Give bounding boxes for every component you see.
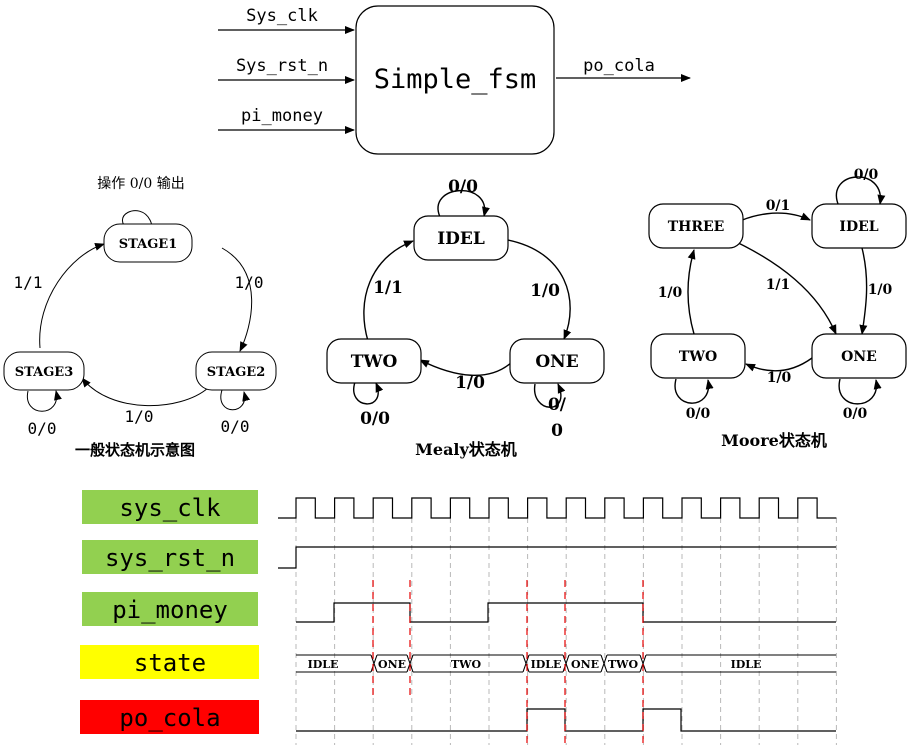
waveform-pi-money xyxy=(296,602,836,623)
loop-label-stage2: 0/0 xyxy=(221,417,250,436)
signal-label-sys-clk: sys_clk xyxy=(119,494,221,522)
general-diagram-caption: 一般状态机示意图 xyxy=(75,441,195,459)
signal-label-po-cola: po_cola xyxy=(119,704,220,732)
moore-state-three-label: THREE xyxy=(668,219,725,235)
state-label-idle-1: IDLE xyxy=(308,658,339,671)
moore-edge-label-idel-one: 1/0 xyxy=(868,282,893,298)
input-label-sys-clk: Sys_clk xyxy=(246,6,318,26)
waveform-sys-rst-n xyxy=(278,546,836,569)
moore-loop-label-two: 0/0 xyxy=(686,406,711,422)
moore-state-one-label: ONE xyxy=(841,349,877,365)
mealy-state-two-label: TWO xyxy=(351,352,398,372)
state-stage2 xyxy=(195,351,277,391)
moore-state-idel xyxy=(811,203,907,249)
mealy-loop-label-two: 0/0 xyxy=(360,409,390,429)
mealy-state-labels: IDEL ONE TWO 0/0 1/0 1/0 1/1 0/0 0/ 0 Me… xyxy=(351,177,579,459)
moore-edge-label-one-two: 1/0 xyxy=(767,370,792,386)
mealy-state-one-label: ONE xyxy=(535,352,578,372)
mealy-state-two xyxy=(326,338,422,384)
mealy-edge-label-idel-one: 1/0 xyxy=(530,281,560,301)
edge-label-stage3-stage1: 1/1 xyxy=(14,273,43,292)
general-state-diagram xyxy=(3,210,277,412)
moore-loop-label-one: 0/0 xyxy=(843,406,868,422)
mealy-state-one xyxy=(509,338,605,384)
moore-state-idel-label: IDEL xyxy=(839,219,878,235)
state-stage2-label: STAGE2 xyxy=(207,365,266,380)
general-state-labels: STAGE1 STAGE2 STAGE3 操作 0/0 输出 1/0 1/1 1… xyxy=(14,176,266,459)
moore-edge-label-three-idel: 0/1 xyxy=(766,198,791,214)
signal-label-state: state xyxy=(134,649,206,677)
state-label-idle-2: IDLE xyxy=(531,658,562,671)
moore-state-three xyxy=(648,203,744,249)
fsm-box xyxy=(355,5,555,155)
moore-state-two-label: TWO xyxy=(679,349,717,365)
state-stage3-label: STAGE3 xyxy=(15,365,74,380)
signal-box-state xyxy=(80,645,259,679)
moore-state-labels: THREE IDEL ONE TWO 0/0 0/1 1/0 1/1 1/0 1… xyxy=(658,167,893,450)
timing-grid-lines xyxy=(295,518,837,745)
edge-label-stage1-stage2: 1/0 xyxy=(235,273,264,292)
state-label-one-2: ONE xyxy=(571,658,599,671)
state-stage1 xyxy=(103,223,193,263)
signal-label-sys-rst-n: sys_rst_n xyxy=(105,544,235,572)
output-label-po-cola: po_cola xyxy=(583,56,655,76)
mealy-loop-label-one-bottom: 0 xyxy=(551,421,563,441)
mealy-state-diagram xyxy=(326,189,605,408)
waveform-sys-clk xyxy=(278,497,837,519)
loop-label-stage3: 0/0 xyxy=(28,419,57,438)
red-transition-markers xyxy=(372,580,644,745)
self-loop-note: 操作 0/0 输出 xyxy=(97,176,184,192)
waveform-state xyxy=(296,654,836,673)
state-bus-labels: IDLE ONE TWO IDLE ONE TWO IDLE xyxy=(308,658,762,671)
mealy-diagram-caption: Mealy状态机 xyxy=(415,440,517,459)
moore-state-one xyxy=(811,333,907,379)
mealy-loop-label-one-top: 0/ xyxy=(548,395,567,415)
signal-box-sys-rst-n xyxy=(82,540,258,574)
mealy-edge-label-one-two: 1/0 xyxy=(455,373,485,393)
waveform-po-cola xyxy=(296,708,836,732)
input-label-sys-rst-n: Sys_rst_n xyxy=(236,56,328,76)
input-label-pi-money: pi_money xyxy=(241,106,323,126)
moore-state-diagram xyxy=(648,176,907,405)
signal-box-po-cola xyxy=(80,700,259,734)
fsm-block: Simple_fsm Sys_clk Sys_rst_n pi_money po… xyxy=(218,5,691,155)
state-stage3 xyxy=(3,351,85,391)
state-label-two-1: TWO xyxy=(451,658,482,671)
mealy-edge-label-two-idel: 1/1 xyxy=(373,278,403,298)
fsm-title: Simple_fsm xyxy=(374,64,537,95)
moore-state-two xyxy=(650,333,746,379)
moore-edge-label-two-three: 1/0 xyxy=(658,285,683,301)
signal-box-sys-clk xyxy=(82,490,258,524)
signal-box-pi-money xyxy=(82,592,258,626)
edge-label-stage2-stage3: 1/0 xyxy=(125,407,154,426)
state-label-one-1: ONE xyxy=(378,658,406,671)
moore-loop-label-idel: 0/0 xyxy=(854,167,879,183)
state-stage1-label: STAGE1 xyxy=(119,237,178,252)
moore-edge-label-three-one: 1/1 xyxy=(766,277,791,293)
mealy-loop-label-idel: 0/0 xyxy=(448,177,478,197)
moore-diagram-caption: Moore状态机 xyxy=(721,431,827,450)
signal-label-pi-money: pi_money xyxy=(112,596,228,624)
mealy-state-idel xyxy=(413,215,509,261)
state-label-idle-3: IDLE xyxy=(731,658,762,671)
mealy-state-idel-label: IDEL xyxy=(437,229,485,249)
timing-diagram: sys_clk sys_rst_n pi_money state po_cola xyxy=(80,490,837,745)
state-label-two-2: TWO xyxy=(608,658,639,671)
